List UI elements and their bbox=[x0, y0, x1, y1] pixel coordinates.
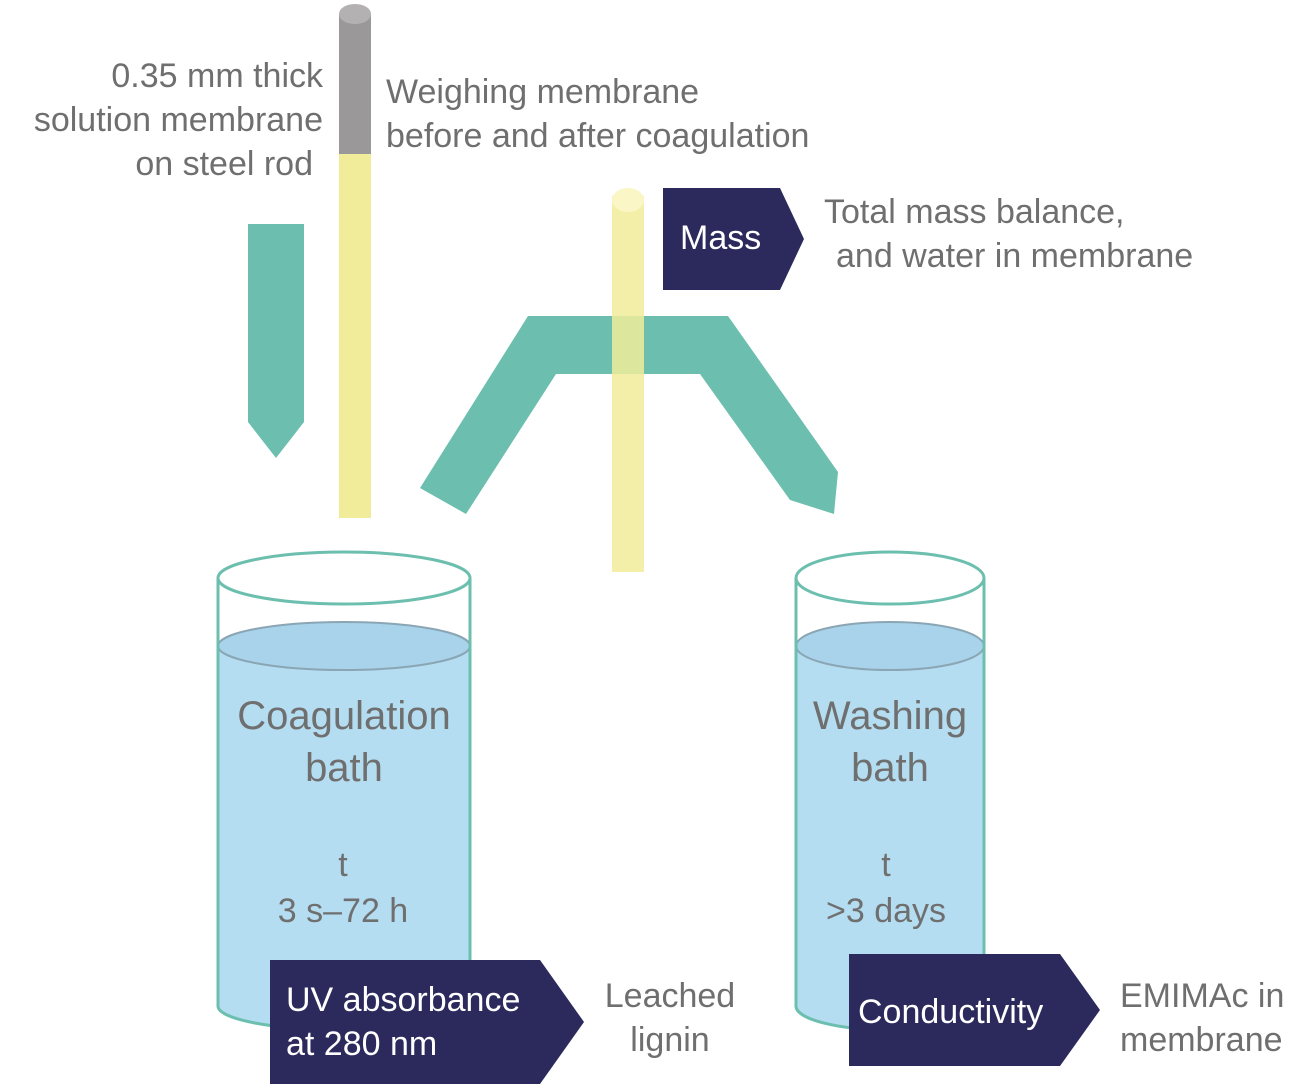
coagulation-bath-title: Coagulation bath bbox=[218, 690, 470, 794]
washing-time-symbol: t bbox=[881, 846, 891, 884]
washing-title-line-2: bath bbox=[851, 746, 929, 790]
conductivity-tag-shape bbox=[849, 954, 1100, 1066]
washing-time-value: >3 days bbox=[825, 892, 947, 930]
dip-arrow bbox=[248, 224, 304, 458]
washing-time: t >3 days bbox=[796, 842, 976, 934]
weighing-line-1: Weighing membrane bbox=[386, 73, 700, 111]
emimac-line-2: membrane bbox=[1120, 1021, 1283, 1059]
emimac-line-1: EMIMAc in bbox=[1120, 977, 1285, 1015]
membrane-line-3: on steel rod bbox=[135, 145, 313, 183]
conductivity-tag-text: Conductivity bbox=[858, 993, 1044, 1031]
membrane-rod bbox=[339, 4, 371, 518]
weighing-description: Weighing membrane before and after coagu… bbox=[386, 70, 809, 158]
coagulation-title-line-1: Coagulation bbox=[237, 694, 451, 738]
leached-lignin-label: Leached lignin bbox=[594, 974, 746, 1062]
coagulation-beaker bbox=[216, 550, 472, 1032]
conductivity-tag-label: Conductivity bbox=[858, 990, 1043, 1034]
emimac-label: EMIMAc in membrane bbox=[1120, 974, 1284, 1062]
uv-tag-label: UV absorbance at 280 nm bbox=[286, 978, 520, 1066]
coagulation-time-value: 3 s–72 h bbox=[277, 892, 409, 930]
mass-tag-shape bbox=[663, 188, 804, 290]
membrane-line-2: solution membrane bbox=[33, 101, 323, 139]
coagulation-title-line-2: bath bbox=[305, 746, 383, 790]
washing-title-line-1: Washing bbox=[812, 694, 968, 738]
mass-result-line-2: and water in membrane bbox=[836, 237, 1194, 275]
weighing-line-2: before and after coagulation bbox=[386, 117, 810, 155]
mass-tag-text: Mass bbox=[680, 219, 762, 257]
uv-tag-line-1: UV absorbance bbox=[286, 981, 521, 1019]
transfer-arrow bbox=[420, 316, 838, 514]
leached-line-1: Leached bbox=[604, 977, 736, 1015]
washing-bath-title: Washing bath bbox=[796, 690, 984, 794]
membrane-description: 0.35 mm thick solution membrane on steel… bbox=[34, 54, 323, 186]
mass-tag-label: Mass bbox=[680, 216, 761, 260]
washing-beaker bbox=[794, 550, 986, 1032]
uv-tag-line-2: at 280 nm bbox=[286, 1025, 438, 1063]
coagulation-time: t 3 s–72 h bbox=[218, 842, 468, 934]
mass-result-line-1: Total mass balance, bbox=[824, 193, 1125, 231]
mass-result-description: Total mass balance, and water in membran… bbox=[824, 190, 1193, 278]
leached-line-2: lignin bbox=[630, 1021, 710, 1059]
uv-tag-shape bbox=[270, 960, 584, 1084]
coagulation-time-symbol: t bbox=[338, 846, 348, 884]
membrane-line-1: 0.35 mm thick bbox=[111, 57, 323, 95]
weighed-rod bbox=[612, 188, 644, 572]
